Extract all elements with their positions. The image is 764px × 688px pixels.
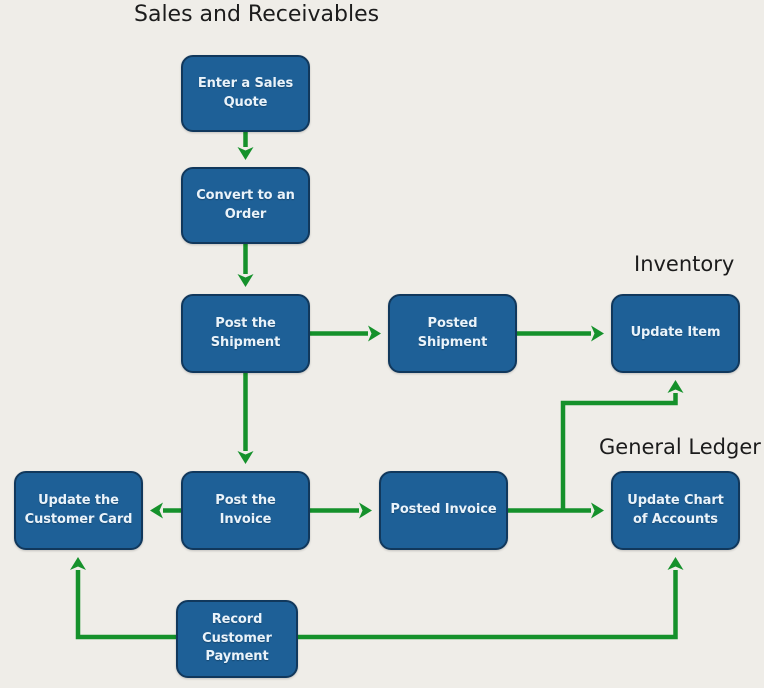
node-post-the-invoice[interactable]: Post the Invoice	[181, 471, 310, 550]
connector-invoice-to-customer-card	[150, 502, 181, 519]
node-update-the-customer-card[interactable]: Update the Customer Card	[14, 471, 143, 550]
connector-payment-to-coa	[298, 557, 684, 640]
node-label-update-chart-of-accounts: Update Chart of Accounts	[627, 493, 724, 527]
node-posted-shipment[interactable]: Posted Shipment	[388, 294, 517, 373]
arrowhead-down	[237, 147, 254, 160]
node-label-record-customer-payment: Record Customer Payment	[202, 612, 272, 665]
arrowhead-left	[150, 502, 163, 519]
arrowhead-up	[667, 380, 684, 393]
group-title-general-ledger: General Ledger	[599, 435, 761, 459]
node-post-the-shipment[interactable]: Post the Shipment	[181, 294, 310, 373]
connector-order-to-shipment	[237, 244, 254, 287]
node-label-update-the-customer-card: Update the Customer Card	[24, 493, 133, 527]
arrowhead-right	[359, 502, 372, 519]
node-label-enter-sales-quote: Enter a Sales Quote	[197, 76, 294, 110]
connector-shipment-to-invoice	[237, 373, 254, 464]
arrowhead-up	[70, 557, 86, 570]
node-enter-sales-quote[interactable]: Enter a Sales Quote	[181, 55, 310, 132]
arrowhead-down	[237, 274, 254, 287]
node-label-post-the-invoice: Post the Invoice	[215, 493, 276, 527]
node-label-update-item: Update Item	[630, 325, 721, 341]
connector-posted-invoice-to-coa	[508, 502, 604, 519]
connector-payment-to-customer-card	[70, 557, 176, 640]
node-label-post-the-shipment: Post the Shipment	[210, 316, 281, 350]
arrowhead-right	[368, 325, 381, 342]
group-title-inventory: Inventory	[634, 252, 735, 276]
node-record-customer-payment[interactable]: Record Customer Payment	[176, 600, 298, 678]
arrowhead-down	[237, 451, 254, 464]
node-label-posted-invoice: Posted Invoice	[390, 502, 497, 518]
arrowhead-right	[591, 502, 604, 519]
node-update-chart-of-accounts[interactable]: Update Chart of Accounts	[611, 471, 740, 550]
connector-invoice-to-posted-invoice	[310, 502, 372, 519]
arrowhead-right	[591, 325, 604, 342]
node-update-item[interactable]: Update Item	[611, 294, 740, 373]
node-posted-invoice[interactable]: Posted Invoice	[379, 471, 508, 550]
connector-quote-to-order	[237, 132, 254, 160]
group-title-sales-and-receivables: Sales and Receivables	[134, 2, 380, 27]
node-label-convert-to-order: Convert to an Order	[196, 188, 295, 222]
node-label-posted-shipment: Posted Shipment	[417, 316, 488, 350]
connector-shipment-to-posted-shipment	[310, 325, 381, 342]
node-convert-to-order[interactable]: Convert to an Order	[181, 167, 310, 244]
connector-posted-shipment-to-item	[517, 325, 604, 342]
arrowhead-up	[667, 557, 684, 570]
